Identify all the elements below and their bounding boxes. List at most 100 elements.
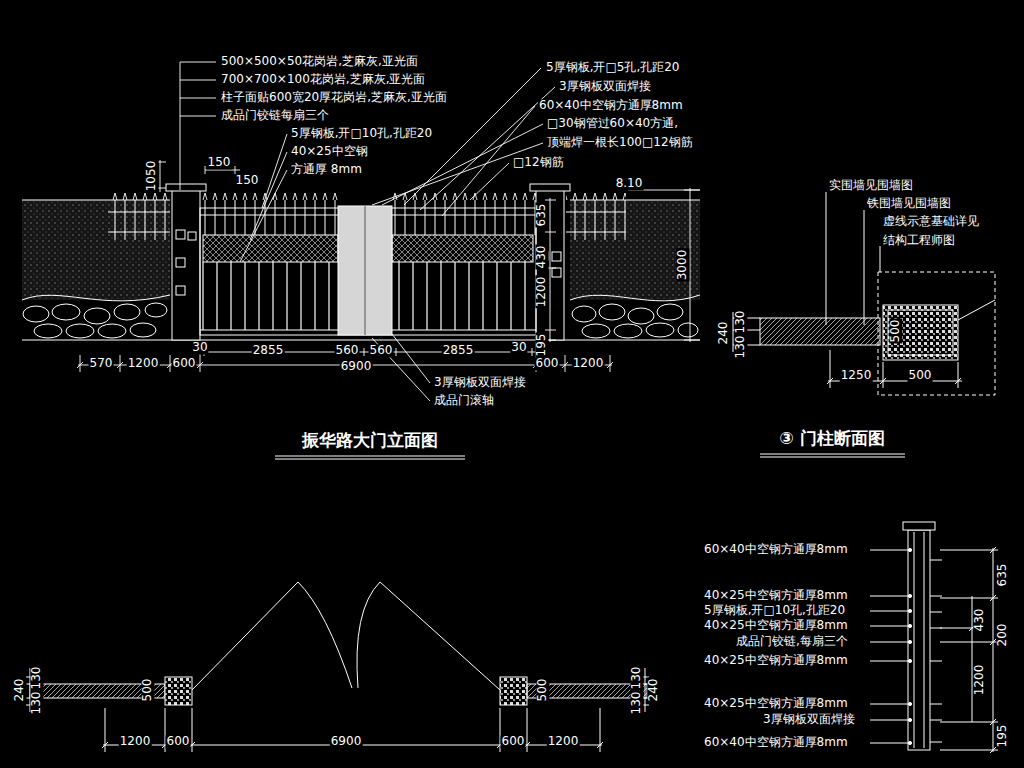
boundary-wall <box>22 200 700 340</box>
boundary-wall <box>22 200 170 300</box>
boundary-wall <box>582 324 610 338</box>
dimension-value: 30 <box>510 341 527 354</box>
iron-fence <box>566 193 626 201</box>
sliding-gate <box>338 206 392 335</box>
dimension-value: 600 <box>172 357 197 370</box>
post-section <box>908 640 911 643</box>
callout-note: 成品门铰链每扇三个 <box>220 109 330 122</box>
dimension-value: 240 <box>717 321 730 346</box>
dimension-value: 150 <box>235 174 260 187</box>
dimension-value: 130 <box>734 310 747 335</box>
dimension-value: 195 <box>996 724 1009 749</box>
callout-note: □12钢筋 <box>512 156 565 169</box>
gate-plan <box>103 708 602 752</box>
gate-pillar <box>166 184 570 340</box>
post-section <box>969 547 996 753</box>
post-section <box>908 718 911 721</box>
dimension-value: 130 <box>30 666 43 691</box>
pillar-section <box>760 318 880 345</box>
view-title: 振华路大门立面图 <box>301 431 439 450</box>
gate-pillar <box>552 268 561 277</box>
post-section <box>930 560 942 742</box>
post-section <box>908 609 911 612</box>
callout-note: 5厚钢板,开□10孔,孔距20 <box>703 604 846 617</box>
callout-note: 700×700×100花岗岩,芝麻灰,亚光面 <box>220 73 426 86</box>
callout-note: 顶端焊一根长100□12钢筋 <box>546 136 694 149</box>
post-section <box>940 548 998 752</box>
dimension-value: 500 <box>536 678 549 703</box>
boundary-wall <box>572 306 596 322</box>
iron-fence <box>566 212 626 232</box>
callout-note: 结构工程师图 <box>882 234 956 247</box>
dimension-value: 3000 <box>676 249 689 282</box>
callout-note: 3厚钢板双面焊接 <box>433 376 527 389</box>
iron-fence <box>108 212 170 232</box>
boundary-wall <box>628 308 654 324</box>
post-section <box>908 741 911 744</box>
boundary-wall <box>23 306 49 322</box>
dimension-value: 1200 <box>119 735 152 748</box>
gate-pillar <box>176 286 185 295</box>
gate-pillar <box>176 230 185 239</box>
callout-note: 40×25中空钢方通厚8mm <box>703 697 849 710</box>
callout-note: 铁围墙见围墙图 <box>866 197 952 210</box>
iron-fence <box>566 200 626 240</box>
boundary-wall <box>614 324 642 338</box>
boundary-wall <box>657 304 683 320</box>
dimension-value: 6900 <box>340 360 373 373</box>
dimension-value: 2855 <box>442 344 475 357</box>
dimension-value: 560 <box>335 344 360 357</box>
post-section <box>908 530 930 750</box>
dimension-line <box>77 160 700 372</box>
dimension-value: 430 <box>535 245 548 270</box>
dimension-value: 1200 <box>572 357 605 370</box>
sliding-gate <box>200 262 338 330</box>
callout-note: 虚线示意基础详见 <box>882 215 980 228</box>
gate-plan <box>192 582 352 690</box>
callout-note: 5厚钢板,开□5孔,孔距20 <box>545 61 681 74</box>
post-section <box>908 594 911 597</box>
post-section <box>903 522 935 530</box>
gate-pillar <box>166 184 206 191</box>
sliding-gate <box>392 235 533 262</box>
dimension-value: 6900 <box>330 735 363 748</box>
title-underline <box>275 454 905 459</box>
dimension-value: 240 <box>647 678 660 703</box>
gate-pillar <box>530 184 570 191</box>
gate-pillar <box>188 232 196 240</box>
boundary-wall <box>114 304 140 320</box>
dimension-value: 130 <box>30 691 43 716</box>
dimension-value: 130 <box>630 666 643 691</box>
callout-note: □30钢管过60×40方通, <box>546 117 679 130</box>
iron-fence <box>108 200 170 240</box>
sliding-gate <box>392 200 536 235</box>
callout-note: 3厚钢板双面焊接 <box>762 713 856 726</box>
dimension-value: 500 <box>889 319 902 344</box>
dimension-value: 195 <box>535 333 548 358</box>
callout-note: 500×500×50花岗岩,芝麻灰,亚光面 <box>220 55 419 68</box>
leader-line <box>180 62 640 401</box>
dimension-value: 600 <box>535 357 560 370</box>
boundary-wall <box>52 304 80 320</box>
post-section <box>914 532 924 748</box>
dimension-value: 150 <box>207 156 232 169</box>
dimension-value: 1200 <box>547 735 580 748</box>
pillar-section <box>827 350 962 388</box>
boundary-wall <box>98 324 126 338</box>
dimension-value: 200 <box>996 623 1009 648</box>
dimension-value: 1050 <box>145 160 158 193</box>
dimension-value: 1200 <box>535 276 548 309</box>
callout-note: 60×40中空钢方通厚8mm <box>703 736 849 749</box>
iron-fence <box>108 193 170 201</box>
sliding-gate <box>365 206 366 335</box>
callout-note: 成品门滚轴 <box>433 394 495 407</box>
pillar-section <box>883 305 958 360</box>
dimension-value: 570 <box>89 357 114 370</box>
post-section <box>908 702 911 705</box>
sliding-gate <box>392 193 536 201</box>
pillar-section <box>826 192 995 325</box>
gate-plan <box>357 582 500 690</box>
post-section <box>870 550 910 743</box>
callout-note: 实围墙见围墙图 <box>828 179 914 192</box>
gate-plan <box>500 677 527 705</box>
